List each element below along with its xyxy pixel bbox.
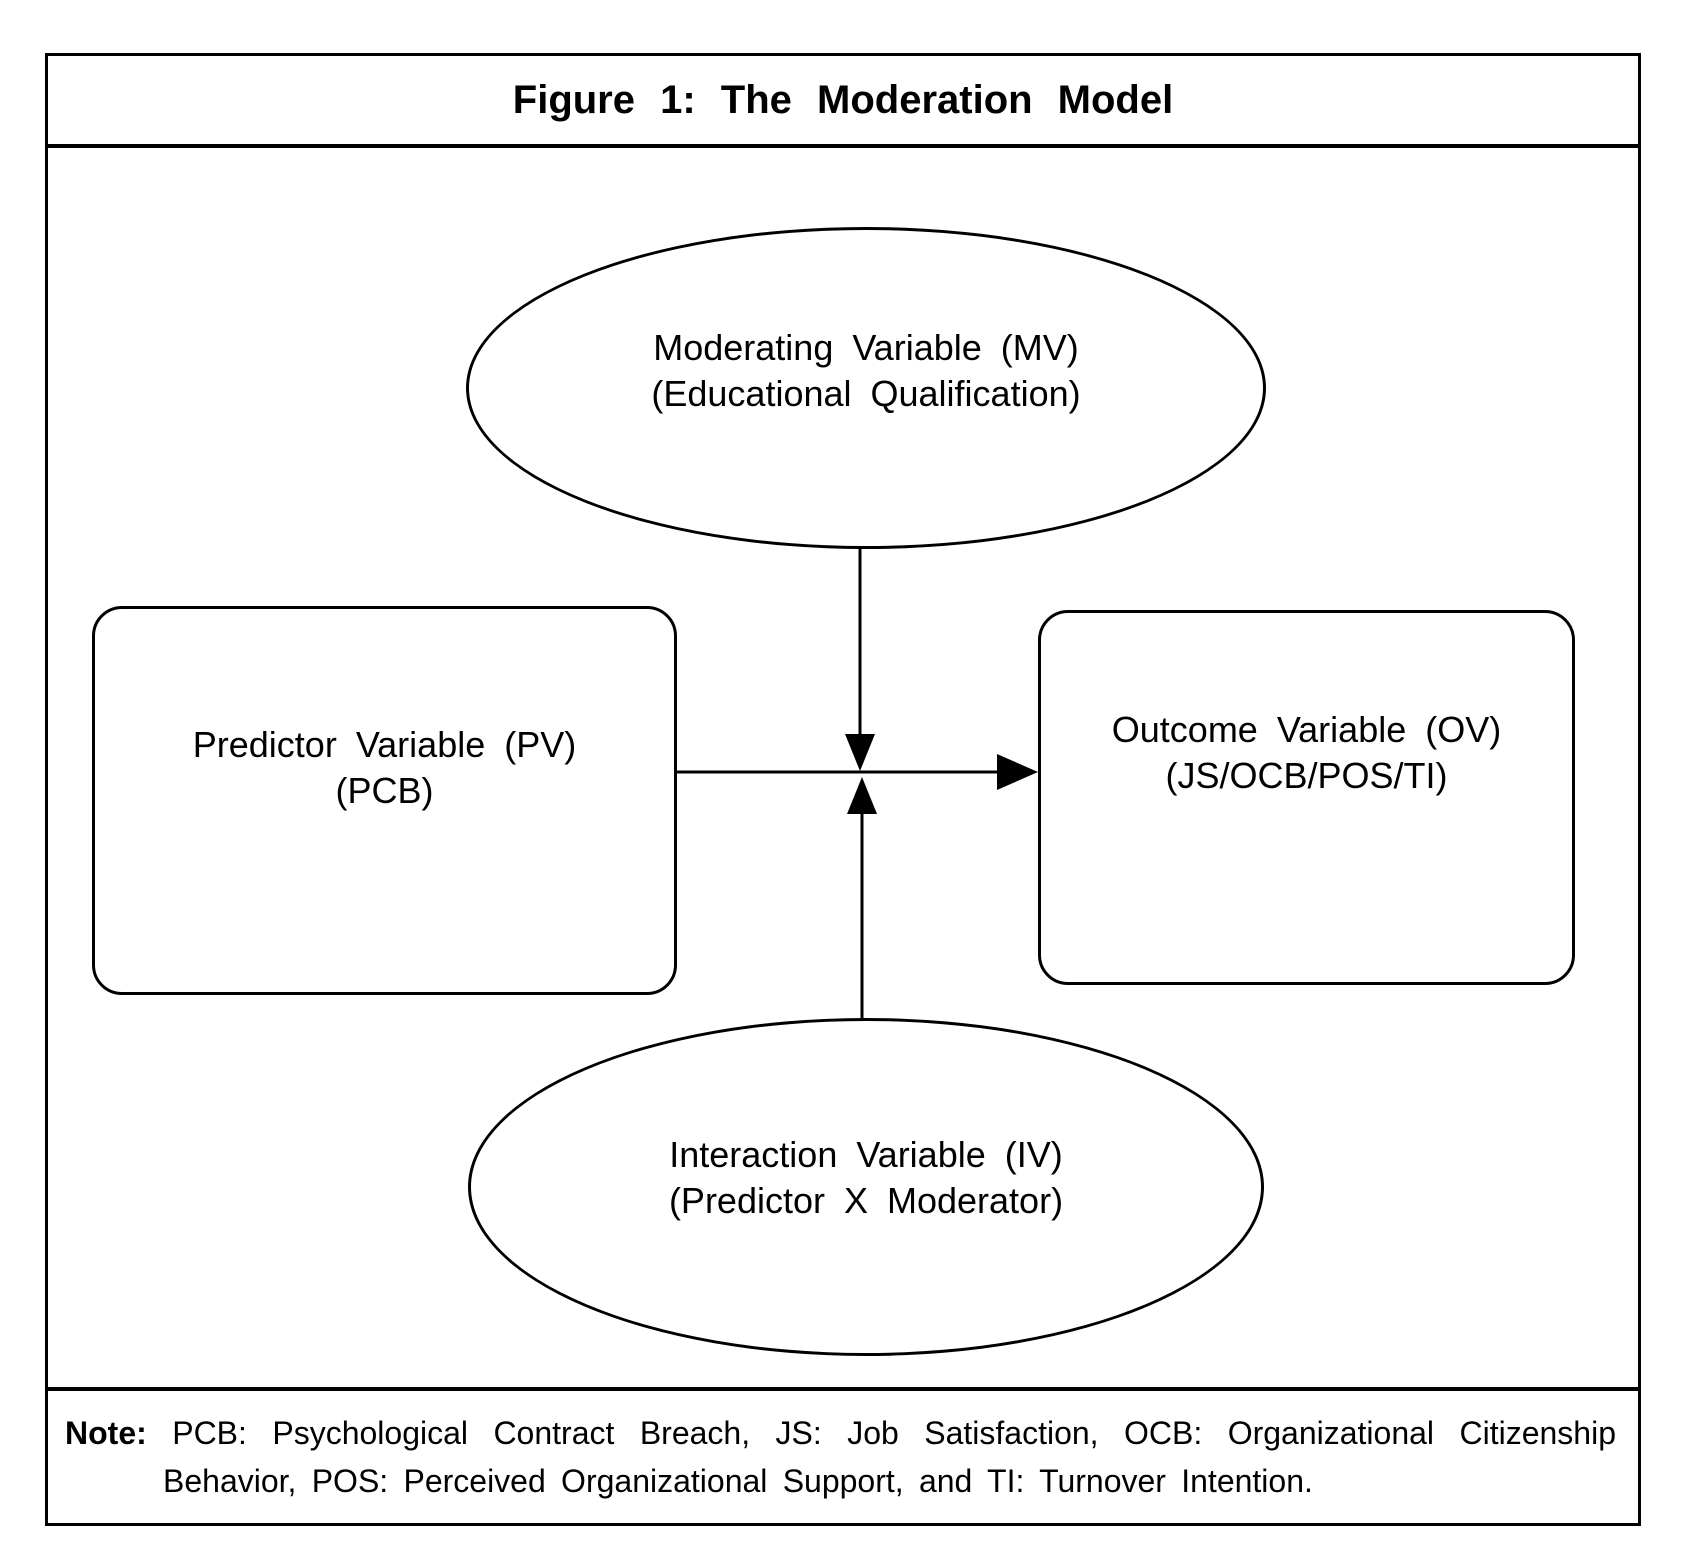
node-interaction-variable-line2: (Predictor X Moderator) [668, 1180, 1064, 1221]
note-label: Note: [65, 1415, 147, 1451]
node-moderating-variable-label: Moderating Variable (MV) (Educational Qu… [651, 325, 1080, 417]
node-predictor-variable: Predictor Variable (PV) (PCB) [92, 606, 677, 995]
figure-note-bar: Note: PCB: Psychological Contract Breach… [48, 1387, 1638, 1523]
figure-title: Figure 1: The Moderation Model [512, 77, 1174, 122]
node-interaction-variable-label: Interaction Variable (IV) (Predictor X M… [669, 1132, 1063, 1224]
node-moderating-variable-line2: (Educational Qualification) [651, 373, 1081, 414]
node-outcome-variable-label: Outcome Variable (OV) (JS/OCB/POS/TI) [1112, 707, 1501, 799]
node-moderating-variable: Moderating Variable (MV) (Educational Qu… [466, 227, 1266, 549]
node-outcome-variable: Outcome Variable (OV) (JS/OCB/POS/TI) [1038, 610, 1575, 985]
note-paragraph: Note: PCB: Psychological Contract Breach… [65, 1409, 1616, 1505]
figure-title-bar: Figure 1: The Moderation Model [48, 56, 1638, 148]
node-predictor-variable-line1: Predictor Variable (PV) [192, 723, 577, 765]
node-predictor-variable-label: Predictor Variable (PV) (PCB) [193, 722, 576, 814]
node-outcome-variable-line2: (JS/OCB/POS/TI) [1165, 754, 1448, 796]
node-interaction-variable-line1: Interaction Variable (IV) [669, 1134, 1063, 1175]
node-predictor-variable-line2: (PCB) [335, 769, 434, 811]
node-moderating-variable-line1: Moderating Variable (MV) [653, 327, 1079, 368]
note-text: PCB: Psychological Contract Breach, JS: … [163, 1415, 1616, 1499]
node-outcome-variable-line1: Outcome Variable (OV) [1111, 708, 1502, 750]
node-interaction-variable: Interaction Variable (IV) (Predictor X M… [468, 1018, 1264, 1356]
